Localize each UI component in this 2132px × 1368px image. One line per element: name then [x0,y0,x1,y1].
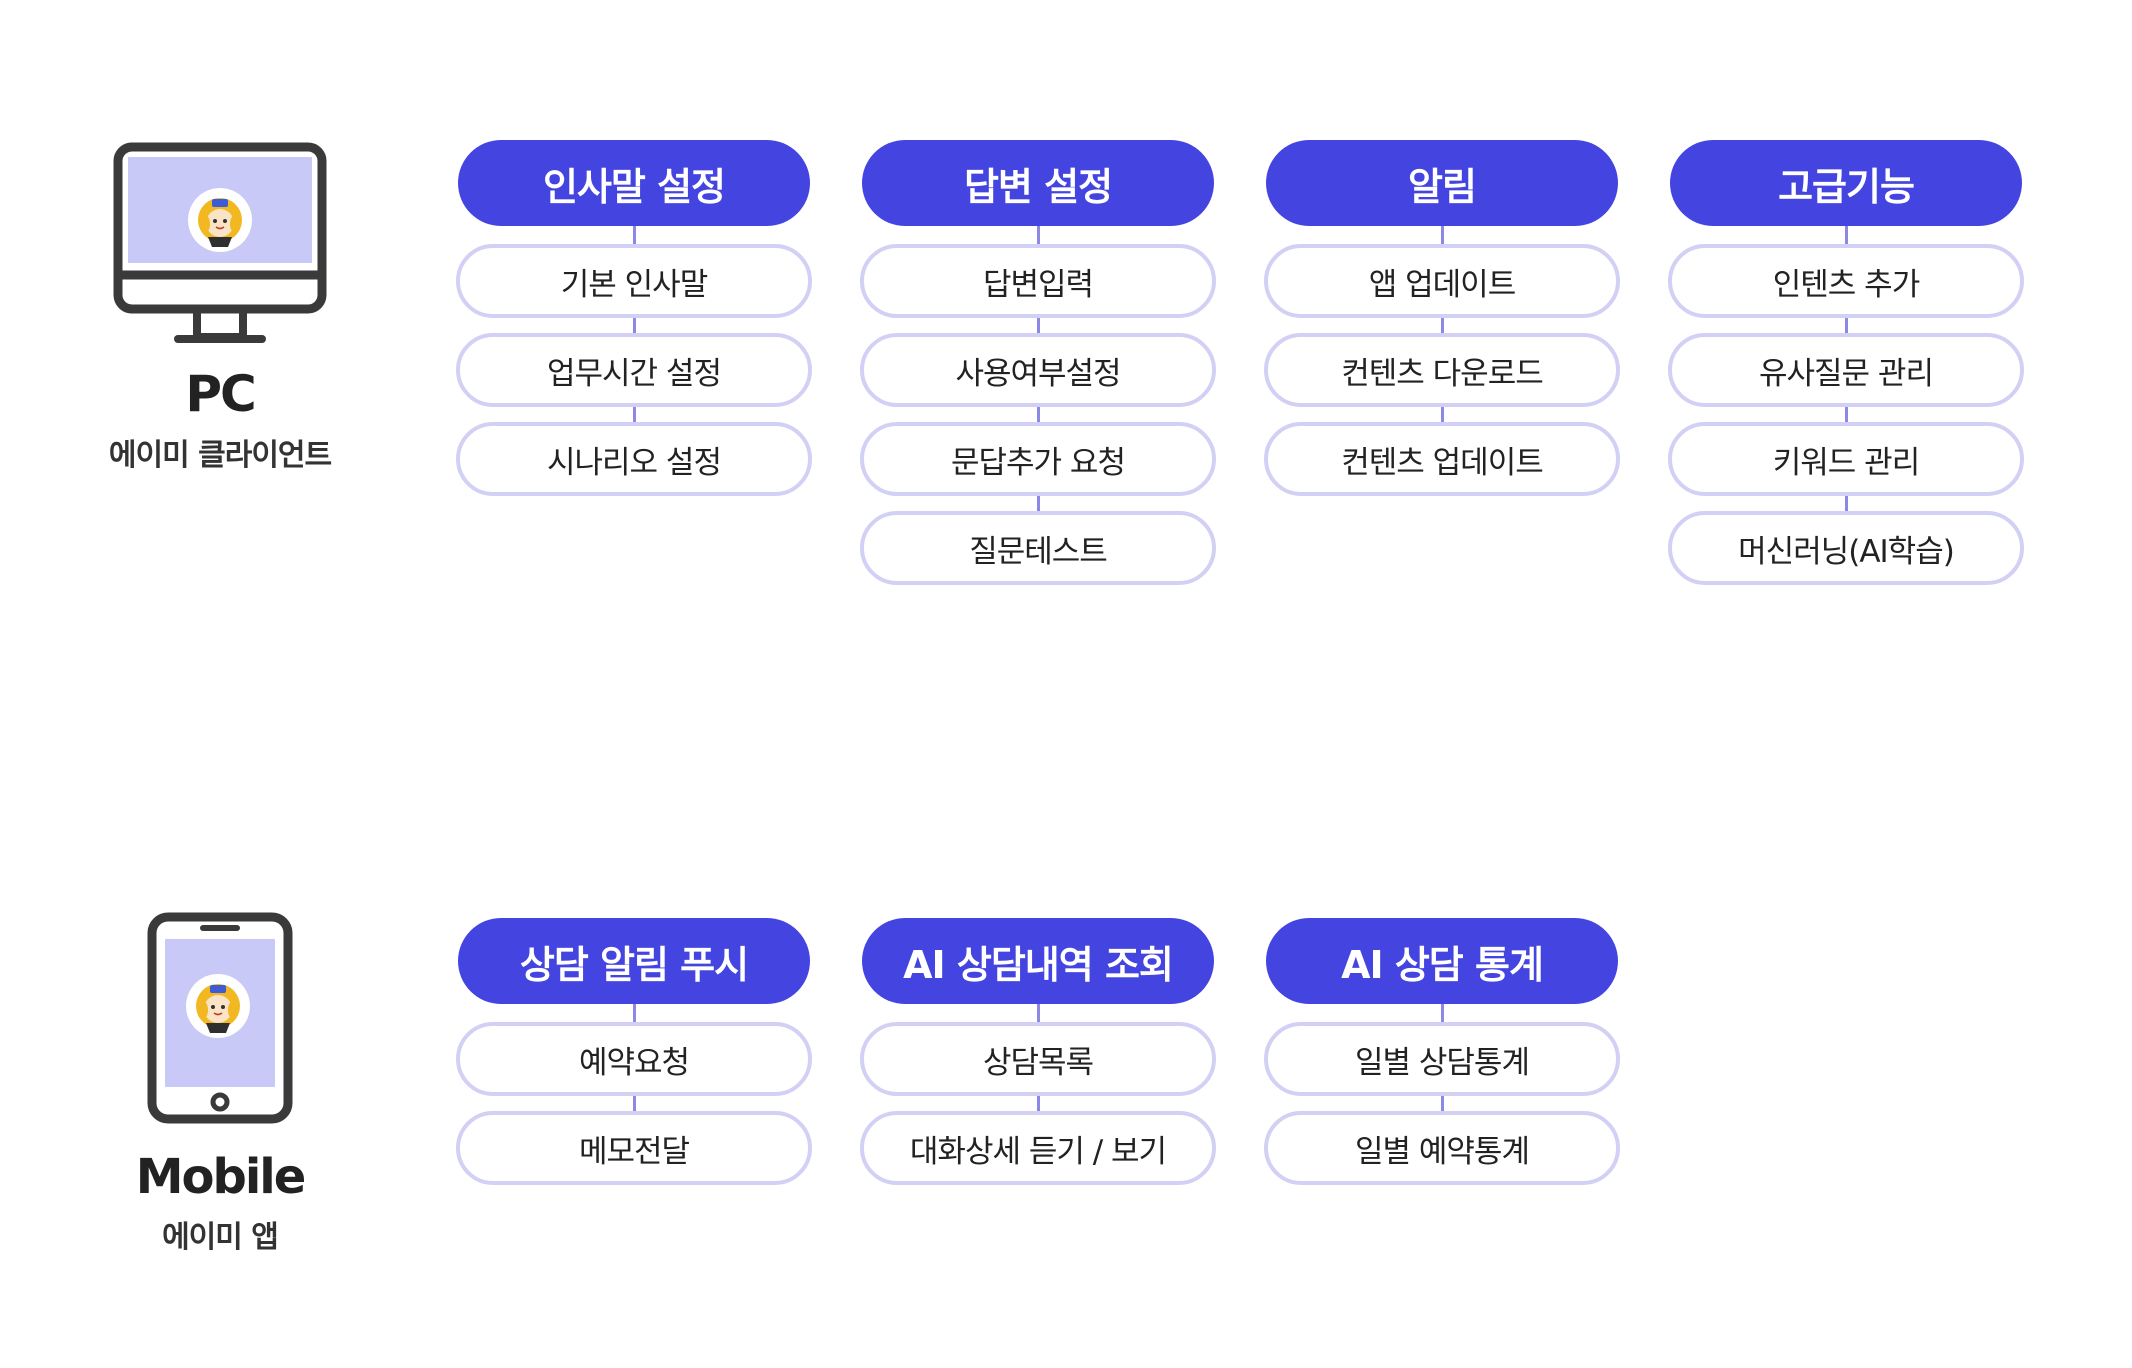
item-daily-reservation-stats: 일별 예약통계 [1264,1111,1620,1185]
mobile-group-push: 상담 알림 푸시 예약요청 메모전달 [456,918,812,1198]
mobile-title: Mobile [135,1149,307,1205]
item-daily-consult-stats: 일별 상담통계 [1264,1022,1620,1096]
group-connector [632,220,636,430]
pc-device: PC 에이미 클라이언트 [100,140,340,474]
item-business-hours: 업무시간 설정 [456,333,812,407]
item-keyword: 키워드 관리 [1668,422,2024,496]
item-app-update: 앱 업데이트 [1264,244,1620,318]
mobile-subtitle: 에이미 앱 [162,1220,279,1255]
mobile-group-history: AI 상담내역 조회 상담목록 대화상세 듣기 / 보기 [860,918,1216,1198]
item-memo: 메모전달 [456,1111,812,1185]
pc-title: PC [185,365,256,423]
pc-subtitle: 에이미 클라이언트 [108,438,332,473]
item-machine-learning: 머신러닝(AI학습) [1668,511,2024,585]
group-header-advanced: 고급기능 [1670,140,2022,226]
group-header-stats: AI 상담 통계 [1266,918,1618,1004]
item-similar-question: 유사질문 관리 [1668,333,2024,407]
pc-group-greeting: 인사말 설정 기본 인사말 업무시간 설정 시나리오 설정 [456,140,812,510]
pc-group-notice: 알림 앱 업데이트 컨텐츠 다운로드 컨텐츠 업데이트 [1264,140,1620,510]
group-header-notice: 알림 [1266,140,1618,226]
pc-group-answer: 답변 설정 답변입력 사용여부설정 문답추가 요청 질문테스트 [860,140,1216,600]
group-header-greeting: 인사말 설정 [458,140,810,226]
item-scenario: 시나리오 설정 [456,422,812,496]
group-header-answer: 답변 설정 [862,140,1214,226]
group-connector [1440,220,1444,430]
mascot-avatar-icon [186,974,250,1038]
item-question-test: 질문테스트 [860,511,1216,585]
item-consult-list: 상담목록 [860,1022,1216,1096]
item-usage-setting: 사용여부설정 [860,333,1216,407]
item-default-greeting: 기본 인사말 [456,244,812,318]
item-content-download: 컨텐츠 다운로드 [1264,333,1620,407]
item-conversation-detail: 대화상세 듣기 / 보기 [860,1111,1216,1185]
mobile-group-stats: AI 상담 통계 일별 상담통계 일별 예약통계 [1264,918,1620,1198]
item-content-update: 컨텐츠 업데이트 [1264,422,1620,496]
item-answer-input: 답변입력 [860,244,1216,318]
group-header-push: 상담 알림 푸시 [458,918,810,1004]
smartphone-icon [147,912,293,1124]
item-qa-request: 문답추가 요청 [860,422,1216,496]
item-reservation-request: 예약요청 [456,1022,812,1096]
item-add-intent: 인텐츠 추가 [1668,244,2024,318]
mascot-avatar-icon [188,188,252,252]
group-header-history: AI 상담내역 조회 [862,918,1214,1004]
pc-group-advanced: 고급기능 인텐츠 추가 유사질문 관리 키워드 관리 머신러닝(AI학습) [1668,140,2024,600]
desktop-monitor-icon [113,142,327,343]
mobile-device: Mobile 에이미 앱 [100,912,340,1256]
